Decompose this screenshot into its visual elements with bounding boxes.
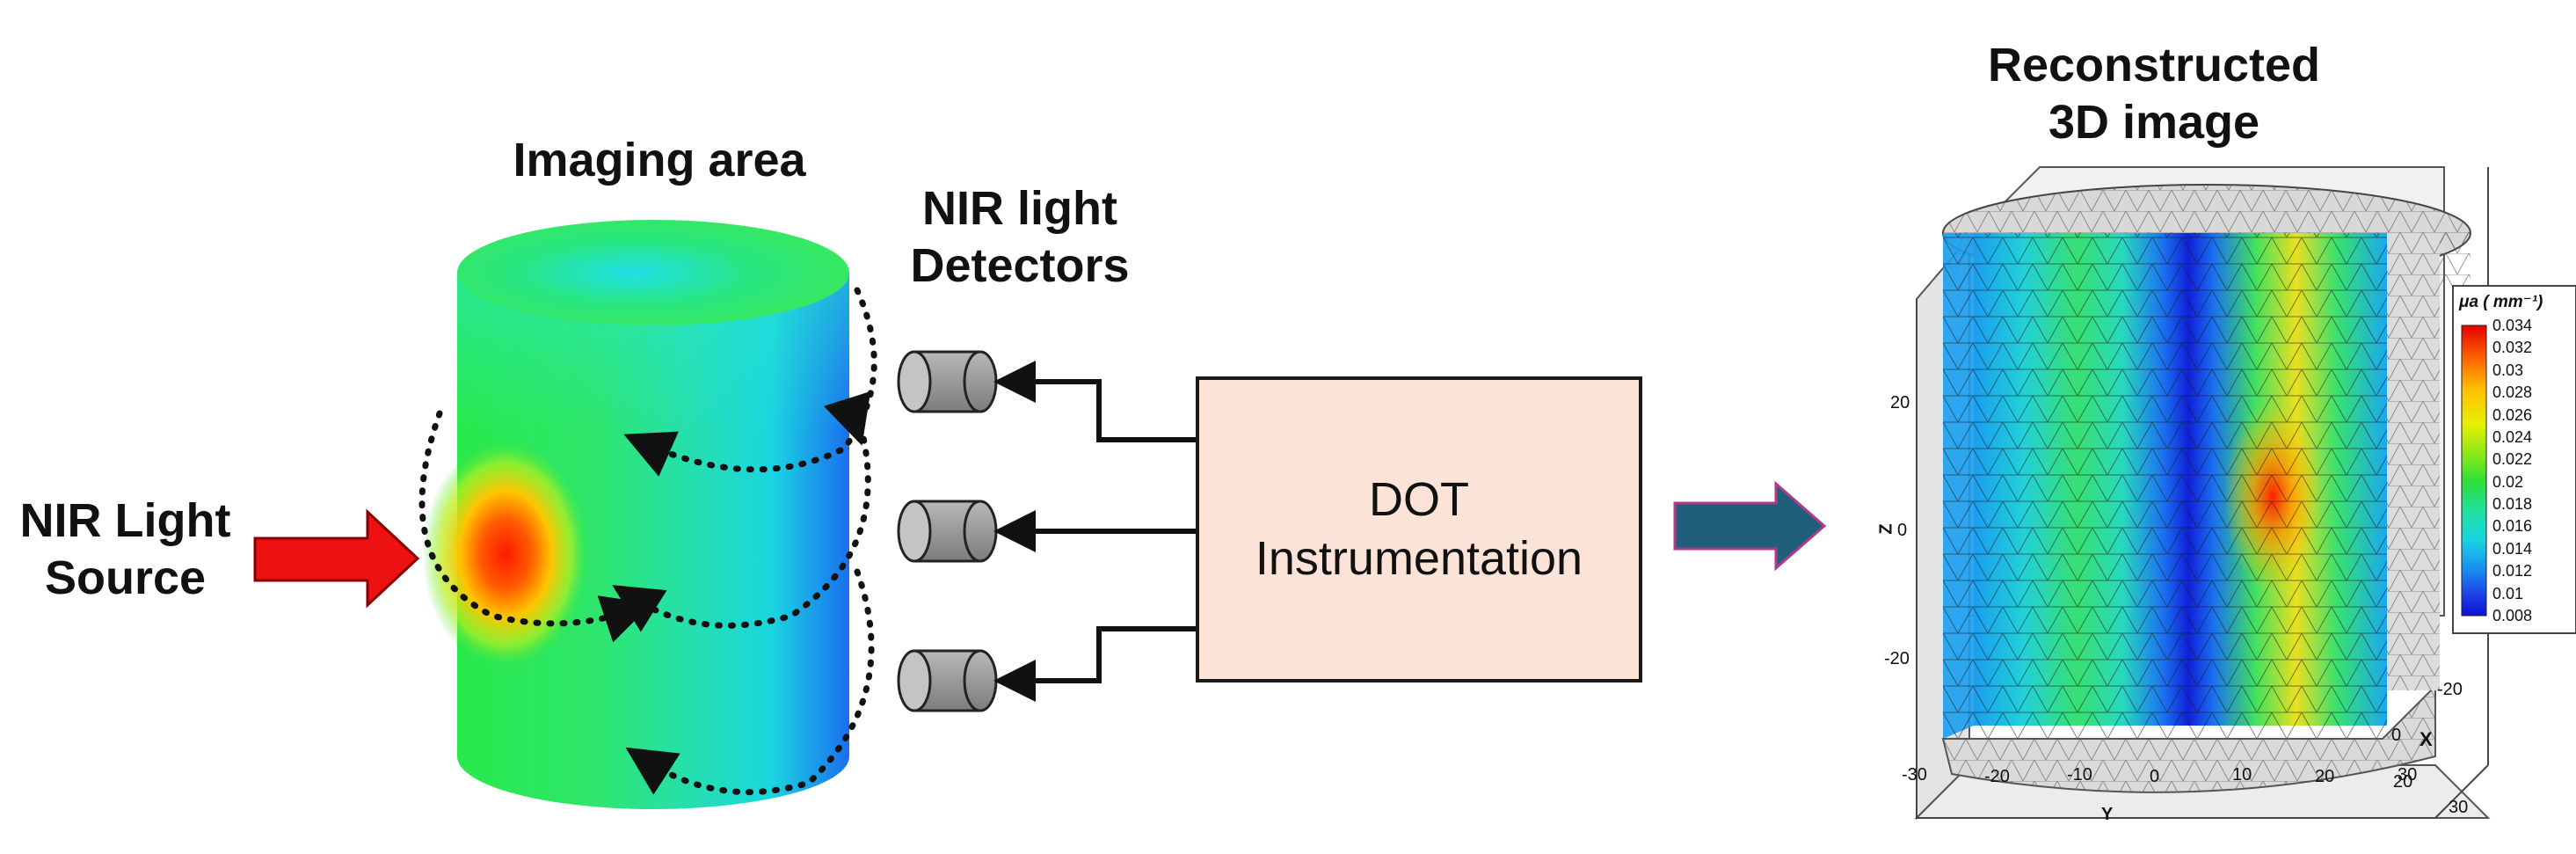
reconstructed-label-line1: Reconstructed — [1987, 39, 2321, 91]
signal-connectors — [993, 361, 1196, 702]
imaging-cylinder — [422, 220, 849, 809]
detector-top — [897, 350, 998, 413]
source-label-line2: Source — [44, 551, 207, 604]
detectors-label-line2: Detectors — [910, 238, 1130, 292]
dot-box-line1: DOT — [1369, 472, 1469, 526]
source-label: NIR Light Source — [0, 493, 251, 607]
reconstruction-arrow — [1673, 480, 1827, 572]
reconstruction-plot — [1914, 166, 2491, 821]
source-label-line1: NIR Light — [19, 494, 231, 547]
detectors-label-line1: NIR light — [922, 182, 1117, 235]
reconstructed-label-line2: 3D image — [2048, 95, 2260, 149]
imaging-area-label: Imaging area — [513, 134, 806, 186]
detector-bottom — [897, 649, 998, 712]
photon-paths — [418, 287, 877, 796]
nir-source-arrow — [253, 508, 420, 609]
dot-box-line2: Instrumentation — [1255, 532, 1583, 585]
detectors-label: NIR light Detectors — [866, 180, 1174, 295]
colorbar — [2452, 285, 2576, 634]
detector-middle — [897, 500, 998, 563]
dot-instrumentation-box: DOT Instrumentation — [1196, 376, 1642, 682]
reconstructed-label: Reconstructed 3D image — [1943, 37, 2365, 151]
